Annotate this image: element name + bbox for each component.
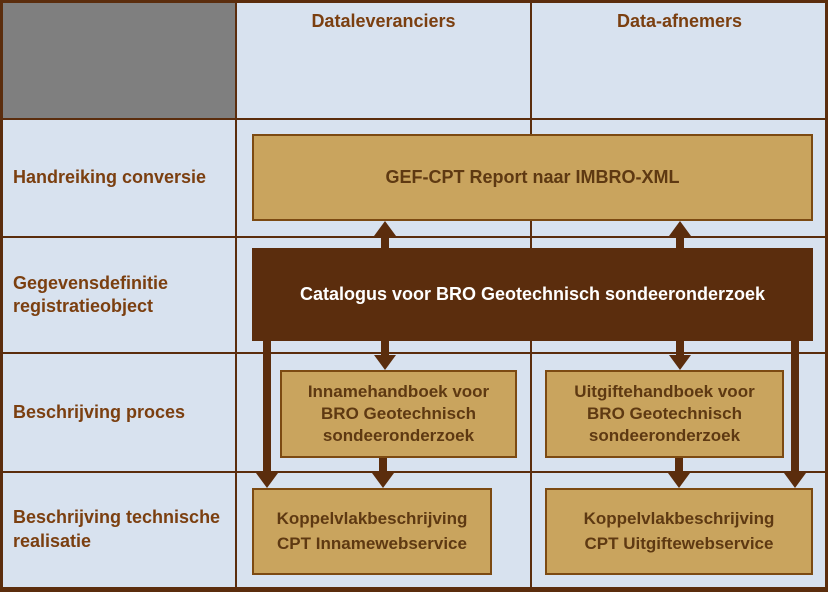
row-label-handreiking-conversie: Handreiking conversie (13, 166, 207, 187)
arrow-shaft (381, 236, 389, 248)
table-border-top (0, 0, 828, 3)
arrow-up-catalogus-to-gefcpt-right (669, 221, 691, 248)
corner-cell (0, 0, 236, 118)
arrow-shaft (381, 341, 389, 355)
box-uitgiftehandboek[interactable]: Uitgiftehandboek voor BRO Geotechnisch s… (545, 370, 784, 458)
arrow-down-catalogus-to-koppelvlak-inname-outer (256, 341, 278, 488)
arrowhead-down-icon (374, 355, 396, 370)
grid-line-vertical-labels (235, 0, 237, 592)
table-border-bottom (0, 587, 828, 592)
table-border-left (0, 0, 3, 592)
box-gef-cpt-report-naar-imbro-xml[interactable]: GEF-CPT Report naar IMBRO-XML (252, 134, 813, 221)
box-catalogus-bro-geotechnisch-sondeeronderzoek[interactable]: Catalogus voor BRO Geotechnisch sondeero… (252, 248, 813, 341)
row-label-gegevensdefinitie-registratieobject: Gegevensdefinitie registratieobject (13, 272, 169, 316)
grid-line-row-2 (0, 236, 828, 238)
arrow-shaft (676, 236, 684, 248)
arrow-shaft (676, 341, 684, 355)
arrowhead-down-icon (784, 473, 806, 488)
grid-line-row-3 (0, 352, 828, 354)
box-koppelvlakbeschrijving-uitgiftewebservice[interactable]: Koppelvlakbeschrijving CPT Uitgiftewebse… (545, 488, 813, 575)
column-header-dataleveranciers: Dataleveranciers (311, 11, 456, 31)
box-koppelvlakbeschrijving-innamewebservice[interactable]: Koppelvlakbeschrijving CPT Innamewebserv… (252, 488, 492, 575)
arrow-down-catalogus-to-innamehandboek (374, 341, 396, 370)
arrowhead-down-icon (669, 355, 691, 370)
arrowhead-down-icon (372, 473, 394, 488)
row-label-beschrijving-proces: Beschrijving proces (13, 401, 186, 422)
arrow-down-uitgiftehandboek-to-koppelvlak (668, 458, 690, 488)
box-innamehandboek[interactable]: Innamehandboek voor BRO Geotechnisch son… (280, 370, 517, 458)
arrowhead-up-icon (669, 221, 691, 236)
grid-line-row-4 (0, 471, 828, 473)
grid-line-row-1 (0, 118, 828, 120)
arrowhead-up-icon (374, 221, 396, 236)
arrowhead-down-icon (256, 473, 278, 488)
arrow-down-innamehandboek-to-koppelvlak (372, 458, 394, 488)
arrow-down-catalogus-to-koppelvlak-uitgifte-outer (784, 341, 806, 488)
arrow-shaft (379, 458, 387, 473)
arrow-up-catalogus-to-gefcpt-left (374, 221, 396, 248)
arrow-shaft (263, 341, 271, 473)
arrowhead-down-icon (668, 473, 690, 488)
table-border-right (825, 0, 828, 592)
arrow-shaft (791, 341, 799, 473)
arrow-shaft (675, 458, 683, 473)
column-header-data-afnemers: Data-afnemers (616, 11, 743, 31)
row-label-beschrijving-technische-realisatie: Beschrijving technische realisatie (13, 507, 221, 551)
arrow-down-catalogus-to-uitgiftehandboek (669, 341, 691, 370)
